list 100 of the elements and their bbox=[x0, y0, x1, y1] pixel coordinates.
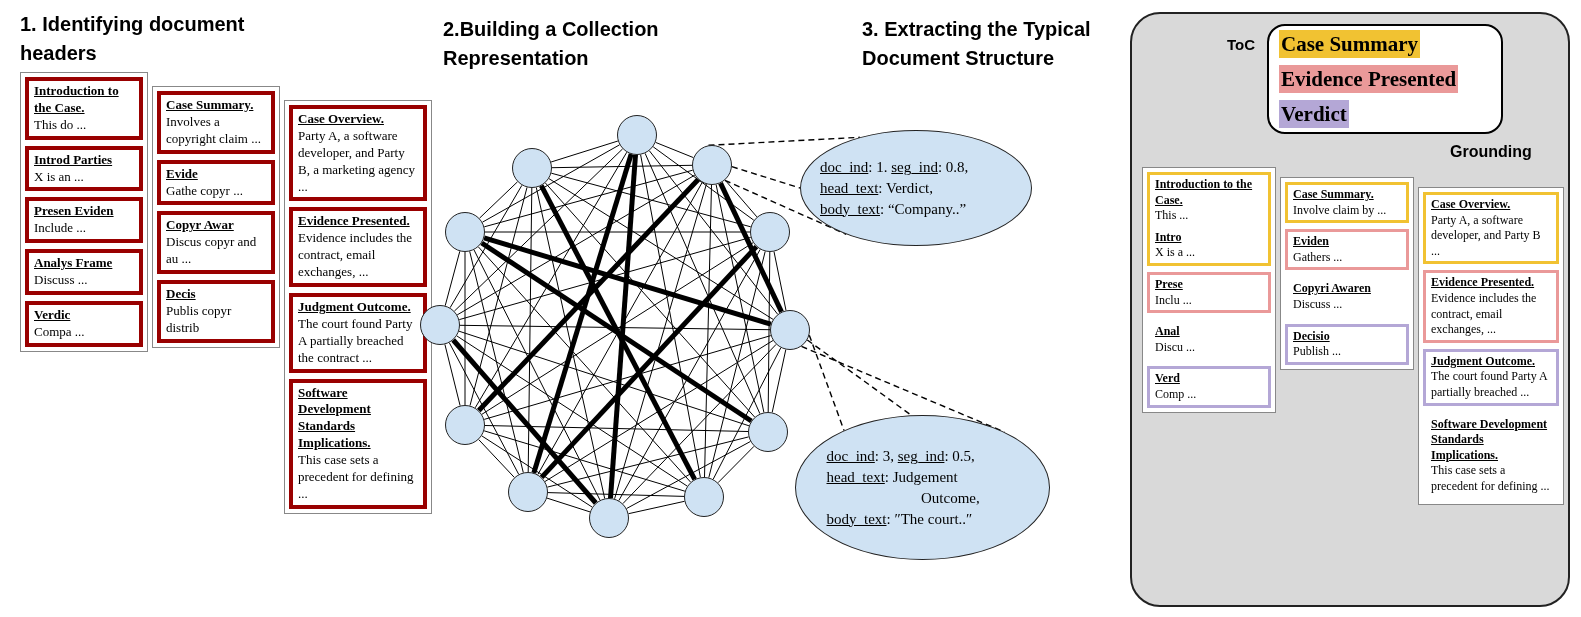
section-card bbox=[1285, 182, 1409, 224]
graph-edge bbox=[464, 251, 466, 406]
leader-line bbox=[731, 166, 801, 189]
section-card bbox=[289, 378, 427, 509]
section-heading: Decisio bbox=[1293, 328, 1331, 345]
section-heading: Case Summary. bbox=[1293, 187, 1375, 203]
section-heading: Presen Eviden bbox=[34, 203, 115, 221]
section-card bbox=[1423, 192, 1559, 265]
section-text: Party A, a software developer, and Party B ... bbox=[1431, 212, 1542, 260]
graph-edge bbox=[712, 347, 782, 480]
graph-edge bbox=[626, 441, 751, 509]
section-card bbox=[25, 249, 143, 295]
graph-edge bbox=[481, 144, 621, 223]
toc-label: ToC bbox=[1227, 36, 1256, 53]
section-heading: Judgment Outcome. bbox=[1431, 353, 1536, 370]
graph-edge bbox=[453, 148, 624, 312]
graph-edge bbox=[459, 324, 771, 331]
section-heading: Introduction to the Case. bbox=[1155, 177, 1254, 209]
graph-edge bbox=[531, 153, 634, 474]
metadata-line: body_text: ″The court..″ bbox=[826, 509, 974, 529]
section-card bbox=[1285, 229, 1409, 271]
graph-node bbox=[770, 310, 810, 350]
section-card bbox=[1423, 270, 1559, 343]
section-card bbox=[157, 280, 275, 343]
section-text: This ... bbox=[1155, 208, 1190, 224]
section-heading: Verdic bbox=[34, 307, 72, 324]
graph-edge bbox=[478, 439, 515, 478]
section-text: Include ... bbox=[34, 220, 87, 238]
graph-edge bbox=[469, 250, 524, 474]
graph-edge bbox=[648, 150, 779, 315]
graph-edge bbox=[548, 178, 774, 320]
section-heading: Software Development Standards Implications. bbox=[1431, 416, 1549, 464]
leader-line bbox=[808, 334, 845, 432]
section-text: Discuss ... bbox=[34, 272, 89, 289]
graph-edge bbox=[483, 430, 686, 492]
section-card bbox=[25, 197, 143, 244]
graph-edge bbox=[535, 187, 606, 499]
section-heading: Analys Frame bbox=[34, 255, 114, 273]
section-heading: Case Overview. bbox=[298, 111, 385, 128]
section-card bbox=[1147, 172, 1271, 266]
section-heading: Case Summary. bbox=[166, 97, 255, 114]
metadata-line: doc_ind: 1. seg_ind: 0.8, bbox=[820, 157, 970, 177]
section-text: Evidence includes the contract, email exchanges, ... bbox=[298, 230, 414, 281]
graph-edge bbox=[644, 152, 761, 415]
graph-node bbox=[692, 145, 732, 185]
section-card bbox=[25, 77, 143, 140]
document-page bbox=[1280, 177, 1414, 370]
graph-edge bbox=[444, 343, 461, 407]
graph-edge bbox=[767, 251, 771, 413]
graph-node bbox=[617, 115, 657, 155]
graph-edge bbox=[704, 184, 712, 478]
graph-edge bbox=[474, 151, 628, 409]
graph-edge bbox=[458, 330, 750, 427]
section-card bbox=[1147, 271, 1271, 314]
section-text: Discu ... bbox=[1155, 339, 1196, 356]
graph-edge bbox=[544, 182, 756, 418]
section-text: X is a ... bbox=[1155, 245, 1196, 261]
section-text: Party A, a software developer, and Party B, a marketing agency ... bbox=[298, 127, 416, 196]
graph-edge bbox=[724, 179, 758, 218]
section-text: Involves a copyright claim ... bbox=[166, 113, 262, 148]
section-heading: Judgment Outcome. bbox=[298, 299, 412, 316]
graph-edge bbox=[547, 492, 685, 497]
graph-edge bbox=[550, 172, 752, 228]
graph-edge bbox=[483, 169, 694, 228]
section-text: Publish ... bbox=[1293, 344, 1342, 360]
graph-edge bbox=[527, 187, 533, 473]
section-card bbox=[289, 207, 427, 287]
graph-edge bbox=[456, 174, 696, 316]
graph-edge bbox=[449, 184, 523, 309]
graph-edge bbox=[483, 235, 772, 327]
graph-edge bbox=[771, 349, 787, 413]
graph-edge bbox=[628, 500, 685, 515]
graph-edge bbox=[544, 340, 774, 482]
graph-node bbox=[512, 148, 552, 188]
toc-entry: Evidence Presented bbox=[1279, 65, 1459, 93]
graph-edge bbox=[773, 251, 787, 311]
graph-edge bbox=[456, 335, 688, 487]
graph-node bbox=[445, 405, 485, 445]
graph-edge bbox=[469, 186, 528, 407]
document-page bbox=[152, 86, 280, 348]
section-card bbox=[157, 91, 275, 154]
section-card bbox=[289, 105, 427, 202]
graph-edge bbox=[484, 425, 749, 432]
section-card bbox=[157, 211, 275, 275]
section-heading: Eviden bbox=[1293, 234, 1330, 250]
panel-label: Grounding bbox=[1450, 142, 1533, 162]
section-text: Involve claim by ... bbox=[1293, 202, 1388, 219]
document-page bbox=[1418, 187, 1564, 505]
graph-edge bbox=[477, 177, 700, 413]
section-text: This case sets a precedent for defining ... bbox=[1431, 463, 1551, 495]
step-title: 1. Identifying document headers bbox=[20, 12, 246, 66]
graph-edge bbox=[608, 154, 638, 499]
document-page bbox=[284, 100, 432, 514]
graph-edge bbox=[715, 184, 765, 413]
section-card bbox=[157, 159, 275, 206]
graph-node bbox=[750, 212, 790, 252]
section-text: The court found Party A partially breached the contract ... bbox=[298, 315, 414, 367]
section-card bbox=[1147, 366, 1271, 408]
graph-edge bbox=[622, 343, 777, 505]
section-card bbox=[1423, 348, 1559, 406]
